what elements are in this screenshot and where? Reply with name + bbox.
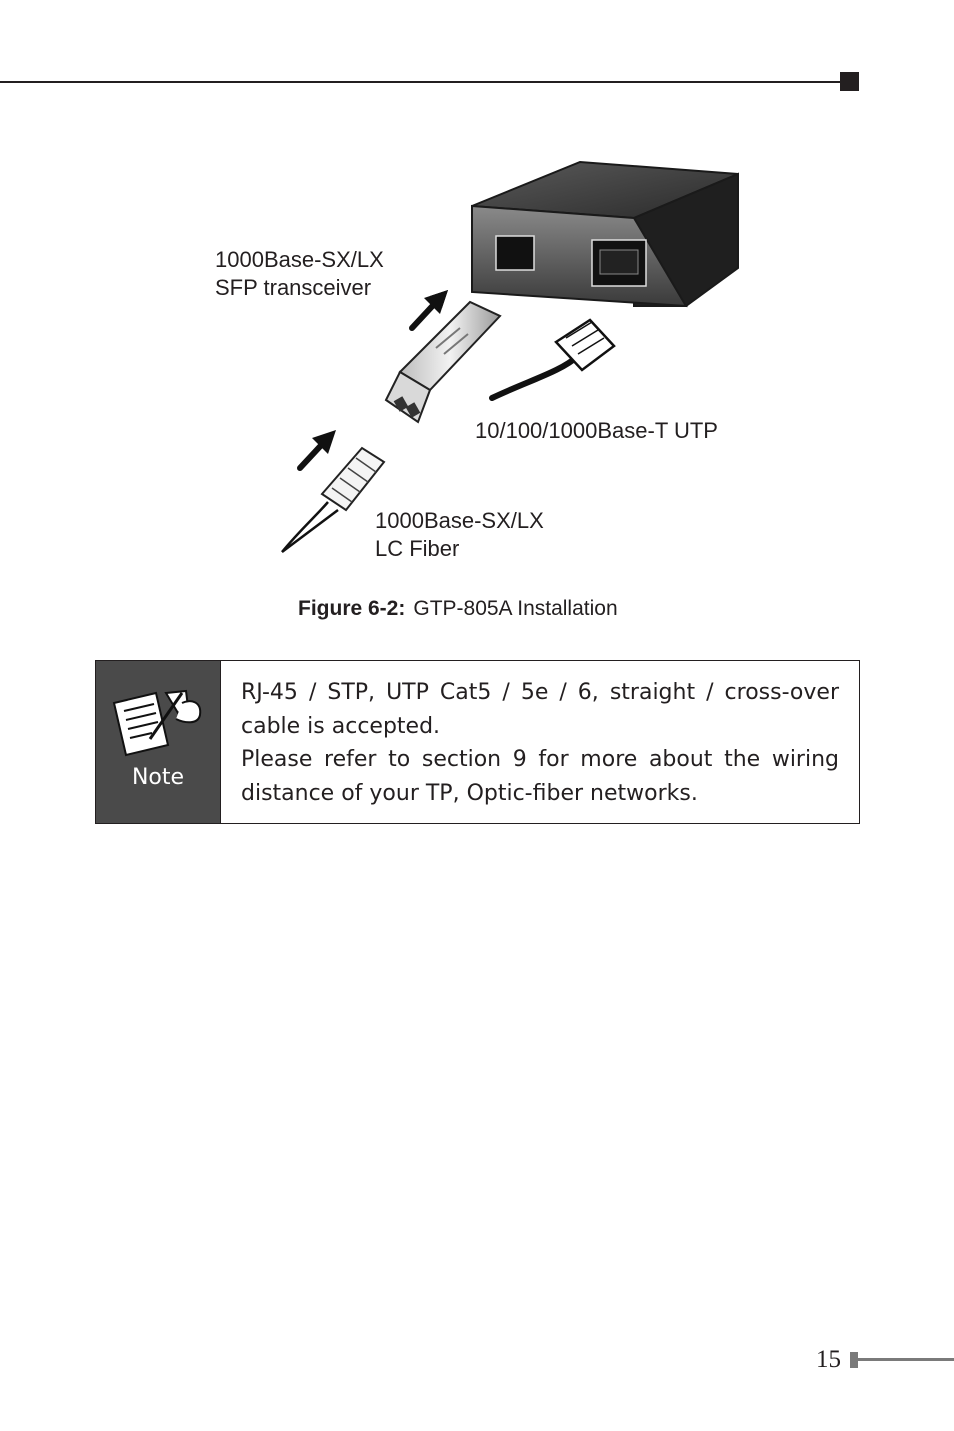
figure-caption-label: Figure 6-2: [298, 597, 406, 620]
label-lc-fiber: 1000Base-SX/LX LC Fiber [375, 507, 544, 563]
lc-fiber-connector [281, 446, 386, 553]
utp-cable [489, 318, 616, 401]
figure-caption-text: GTP-805A Installation [413, 597, 618, 620]
sfp-port [495, 235, 535, 271]
figure-caption: Figure 6-2: GTP-805A Installation [298, 597, 618, 621]
sfp-transceiver [384, 300, 502, 424]
note-label: Note [131, 765, 185, 790]
label-lc-line2: LC Fiber [375, 536, 460, 561]
label-utp: 10/100/1000Base-T UTP [475, 418, 718, 443]
header-square-marker [840, 72, 859, 91]
installation-illustration [281, 160, 739, 553]
note-line-1: RJ-45 / STP, UTP Cat5 / 5e / 6, straight… [241, 680, 839, 739]
installation-figure: 1000Base-SX/LX SFP transceiver 10/100/10… [0, 150, 954, 580]
label-lc-line1: 1000Base-SX/LX [375, 508, 544, 533]
page-number: 15 [816, 1346, 841, 1373]
note-line-2: Please refer to section 9 for more about… [241, 747, 839, 806]
note-side-panel: Note [96, 661, 221, 823]
label-sfp-line2: SFP transceiver [215, 275, 372, 300]
note-box: Note RJ-45 / STP, UTP Cat5 / 5e / 6, str… [95, 660, 860, 824]
label-sfp-transceiver: 1000Base-SX/LX SFP transceiver [215, 246, 384, 302]
converter-box [471, 160, 739, 308]
note-content: RJ-45 / STP, UTP Cat5 / 5e / 6, straight… [221, 661, 859, 823]
note-pen-icon [112, 689, 202, 757]
label-sfp-line1: 1000Base-SX/LX [215, 247, 384, 272]
header-rule [0, 81, 842, 83]
footer-tab-marker [850, 1352, 858, 1368]
footer-rule [858, 1358, 954, 1361]
